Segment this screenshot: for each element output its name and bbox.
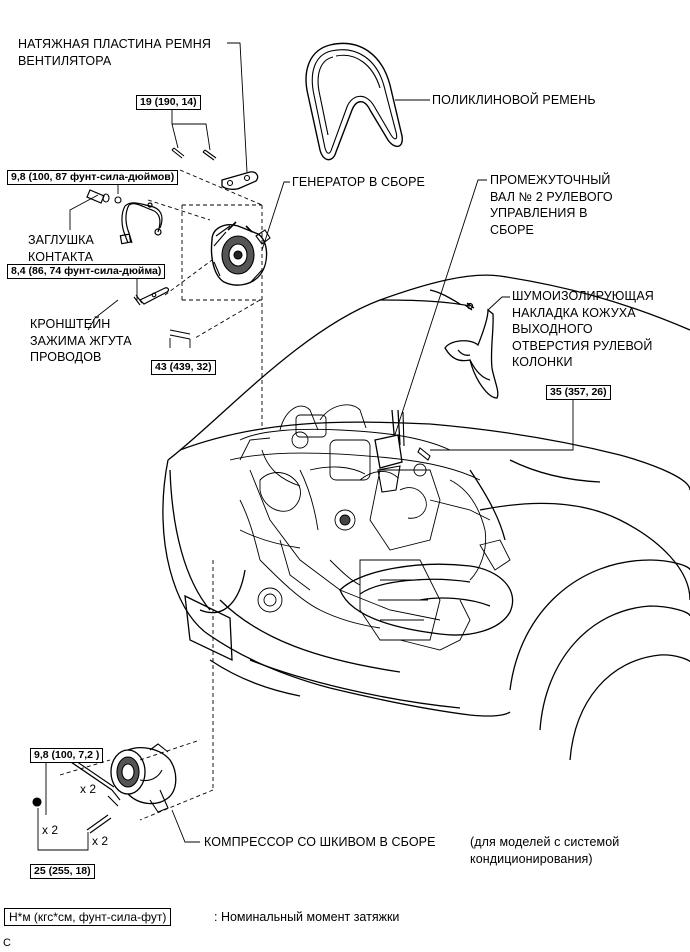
torque-19: 19 (190, 14) xyxy=(136,95,201,110)
dashed-alignment-lines xyxy=(59,169,263,821)
column-cover-label: ШУМОИЗОЛИРУЮЩАЯ НАКЛАДКА КОЖУХА ВЫХОДНОГ… xyxy=(512,289,654,369)
figure-code: C xyxy=(3,937,11,949)
torque-8-4: 8,4 (86, 74 фунт-сила-дюйма) xyxy=(7,264,166,279)
tension-plate-label: НАТЯЖНАЯ ПЛАСТИНА РЕМНЯ ВЕНТИЛЯТОРА xyxy=(18,37,211,68)
legend-unit-box: Н*м (кгс*см, фунт-сила-фут) xyxy=(4,908,172,926)
multiplier-bolts-upper: x 2 xyxy=(80,782,97,796)
intermediate-shaft-label: ПРОМЕЖУТОЧНЫЙ ВАЛ № 2 РУЛЕВОГО УПРАВЛЕНИ… xyxy=(490,173,613,237)
compressor-label: КОМПРЕССОР СО ШКИВОМ В СБОРЕ xyxy=(204,835,436,849)
generator-label: ГЕНЕРАТОР В СБОРЕ xyxy=(292,175,425,189)
generator-drawing xyxy=(210,221,271,286)
multiplier-bolts-lower: x 2 xyxy=(92,834,109,848)
torque-35: 35 (357, 26) xyxy=(546,385,611,400)
contact-plug-drawing xyxy=(86,189,122,204)
engine-bay-drawing xyxy=(229,404,511,651)
legend-description: : Номинальный момент затяжки xyxy=(214,910,400,924)
torque-43: 43 (439, 32) xyxy=(151,360,216,375)
ac-models-note: (для моделей с системой кондиционировани… xyxy=(470,835,620,866)
v-belt-label: ПОЛИКЛИНОВОЙ РЕМЕНЬ xyxy=(432,93,596,107)
column-cover-drawing xyxy=(444,302,499,399)
torque-25: 25 (255, 18) xyxy=(30,864,95,879)
v-belt-drawing xyxy=(305,42,403,161)
leader-lines xyxy=(37,42,574,851)
vehicle-body-drawing xyxy=(162,274,690,761)
harness-bracket-label: КРОНШТЕЙН ЗАЖИМА ЖГУТА ПРОВОДОВ xyxy=(30,317,132,364)
torque-9-8-inlb: 9,8 (100, 87 фунт-сила-дюймов) xyxy=(7,170,179,185)
compressor-drawing xyxy=(32,743,177,834)
tension-plate-drawing xyxy=(171,147,259,190)
intermediate-shaft-drawing xyxy=(374,409,431,493)
contact-plug-label: ЗАГЛУШКА КОНТАКТА xyxy=(28,233,94,264)
multiplier-nuts: x 2 xyxy=(42,823,59,837)
harness-bracket-drawing xyxy=(133,287,191,340)
wire-harness-drawing xyxy=(119,202,163,245)
torque-9-8-compressor: 9,8 (100, 7,2 ) xyxy=(30,748,104,763)
